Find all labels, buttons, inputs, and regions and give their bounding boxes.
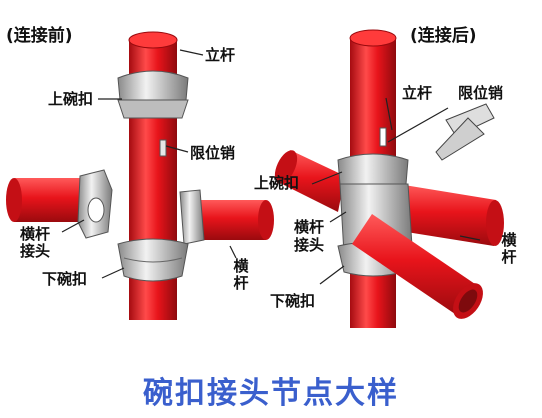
right-limit-pin-slot (379, 127, 387, 147)
before-assembly (6, 31, 274, 320)
left-lower-bowl (117, 238, 189, 282)
back-diagonal-bar (274, 150, 345, 212)
after-limit-pin-label: 限位销 (458, 84, 504, 102)
front-diagonal-bar (352, 214, 483, 319)
after-horizontal-bar-label: 横杆 (501, 231, 517, 267)
after-assembly (274, 29, 504, 328)
right-side-bar (394, 184, 504, 246)
left-joint-piece (77, 169, 113, 239)
right-leader-lines (311, 97, 481, 285)
bowl-buckle-joint-illustration (6, 29, 504, 328)
after-heading: (连接后) (410, 26, 477, 46)
before-upper-bowl-label: 上碗扣 (48, 90, 94, 108)
diagram-caption: 碗扣接头节点大样 (143, 376, 399, 411)
after-upper-bowl-label: 上碗扣 (254, 174, 300, 192)
before-limit-pin-label: 限位销 (190, 144, 236, 162)
left-limit-pin (159, 139, 167, 157)
before-vertical-pole-label: 立杆 (205, 46, 236, 64)
before-lower-bowl-label: 下碗扣 (42, 270, 88, 288)
after-vertical-pole-label: 立杆 (402, 84, 433, 102)
after-lower-bowl-label: 下碗扣 (270, 292, 316, 310)
after-horizontal-joint-label-line1: 横杆 (294, 218, 325, 236)
after-horizontal-joint-label-line2: 接头 (294, 236, 325, 254)
right-horizontal-bar (179, 189, 274, 245)
hammer-icon (435, 103, 495, 161)
left-leader-lines (61, 49, 237, 279)
left-upper-bowl (117, 70, 189, 119)
before-horizontal-bar-label: 横杆 (233, 257, 249, 293)
before-heading: (连接前) (6, 26, 73, 46)
before-horizontal-joint-label: 横杆接头 (19, 225, 50, 261)
